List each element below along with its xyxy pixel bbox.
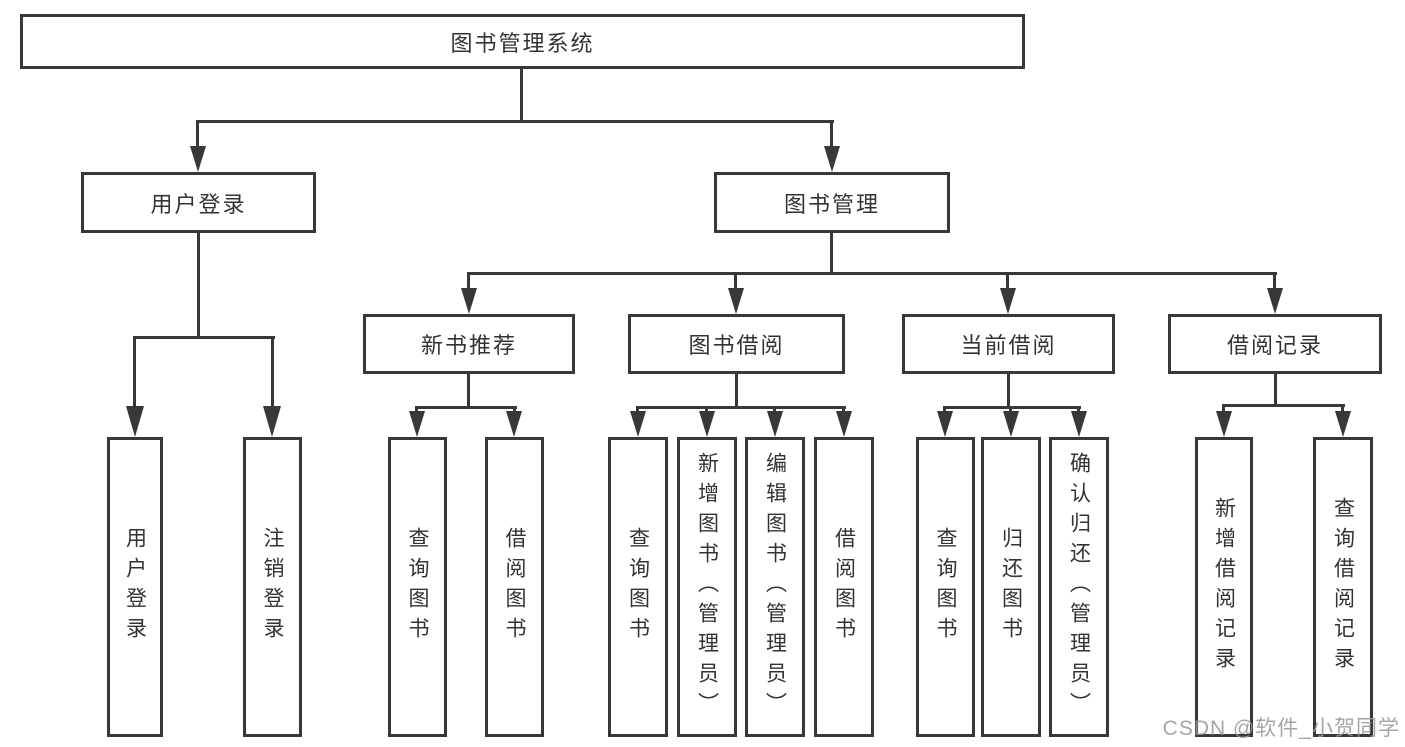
leaf-borrow-book-recommend-label: 借阅图书: [503, 527, 526, 647]
leaf-query-book-recommend: 查询图书: [388, 437, 447, 737]
connector-line: [636, 406, 846, 409]
connector-line: [1006, 272, 1009, 289]
connector-line: [636, 406, 639, 413]
node-library-system-label: 图书管理系统: [450, 30, 595, 56]
leaf-confirm-return-admin: 确认归还（管理员）: [1049, 437, 1109, 737]
node-borrow-record: 借阅记录: [1168, 314, 1382, 374]
arrow-down-icon: [1003, 411, 1019, 437]
node-library-system: 图书管理系统: [20, 14, 1025, 69]
arrow-down-icon: [728, 288, 744, 314]
node-borrow-record-label: 借阅记录: [1226, 333, 1323, 358]
arrow-down-icon: [1216, 411, 1232, 437]
leaf-user-login-label: 用户登录: [123, 527, 147, 647]
leaf-add-book-admin: 新增图书（管理员）: [677, 437, 737, 737]
leaf-logout: 注销登录: [243, 437, 302, 737]
csdn-watermark: CSDN @软件_小贺同学: [1162, 717, 1400, 740]
connector-line: [467, 272, 1277, 275]
connector-line: [943, 406, 946, 413]
leaf-logout-label: 注销登录: [261, 527, 284, 647]
connector-line: [415, 406, 418, 413]
leaf-return-book: 归还图书: [981, 437, 1041, 737]
leaf-query-book-current-label: 查询图书: [934, 527, 957, 647]
arrow-down-icon: [190, 146, 206, 172]
leaf-query-book-borrow-label: 查询图书: [626, 527, 650, 647]
connector-line: [830, 120, 833, 147]
leaf-query-borrow-record-label: 查询借阅记录: [1331, 497, 1355, 677]
connector-line: [1007, 372, 1010, 408]
arrow-down-icon: [506, 411, 522, 437]
connector-line: [513, 406, 516, 413]
connector-line: [467, 272, 470, 289]
connector-line: [705, 406, 708, 413]
arrow-down-icon: [699, 411, 715, 437]
connector-line: [1222, 404, 1345, 407]
arrow-down-icon: [1335, 411, 1351, 437]
node-current-borrow: 当前借阅: [902, 314, 1115, 374]
arrow-down-icon: [824, 146, 840, 172]
connector-line: [1077, 406, 1080, 413]
node-book-borrow-label: 图书借阅: [688, 333, 785, 358]
leaf-add-borrow-record-label: 新增借阅记录: [1212, 497, 1236, 677]
arrow-down-icon: [1071, 411, 1087, 437]
connector-line: [196, 120, 834, 123]
leaf-add-borrow-record: 新增借阅记录: [1195, 437, 1253, 737]
connector-line: [842, 406, 845, 413]
arrow-down-icon: [630, 411, 646, 437]
connector-line: [943, 406, 1081, 409]
connector-line: [415, 406, 517, 409]
connector-line: [1273, 272, 1276, 289]
connector-line: [133, 336, 136, 406]
node-book-management-label: 图书管理: [783, 191, 880, 217]
leaf-user-login: 用户登录: [107, 437, 163, 737]
connector-line: [1009, 406, 1012, 413]
node-book-borrow: 图书借阅: [628, 314, 845, 374]
node-book-management: 图书管理: [714, 172, 950, 233]
arrow-down-icon: [937, 411, 953, 437]
leaf-borrow-book-recommend: 借阅图书: [485, 437, 544, 737]
leaf-confirm-return-admin-label: 确认归还（管理员）: [1067, 452, 1091, 722]
arrow-down-icon: [409, 411, 425, 437]
arrow-down-icon: [1000, 288, 1016, 314]
arrow-down-icon: [263, 406, 281, 437]
node-new-book-recommend: 新书推荐: [363, 314, 575, 374]
arrow-down-icon: [461, 288, 477, 314]
connector-line: [520, 69, 523, 121]
leaf-borrow-book: 借阅图书: [814, 437, 874, 737]
connector-line: [467, 372, 470, 408]
leaf-query-book-current: 查询图书: [916, 437, 975, 737]
connector-line: [196, 120, 199, 147]
arrow-down-icon: [836, 411, 852, 437]
connector-line: [1222, 404, 1225, 413]
leaf-edit-book-admin-label: 编辑图书（管理员）: [763, 452, 787, 722]
node-current-borrow-label: 当前借阅: [960, 333, 1057, 358]
leaf-add-book-admin-label: 新增图书（管理员）: [695, 452, 719, 722]
connector-line: [133, 336, 275, 339]
connector-line: [197, 231, 200, 336]
arrow-down-icon: [767, 411, 783, 437]
node-user-login-label: 用户登录: [150, 191, 247, 217]
leaf-return-book-label: 归还图书: [999, 527, 1023, 647]
connector-line: [1274, 372, 1277, 406]
leaf-query-book-borrow: 查询图书: [608, 437, 668, 737]
leaf-query-borrow-record: 查询借阅记录: [1313, 437, 1373, 737]
arrow-down-icon: [1267, 288, 1283, 314]
connector-line: [735, 372, 738, 408]
leaf-query-book-recommend-label: 查询图书: [406, 527, 429, 647]
connector-line: [1341, 404, 1344, 413]
leaf-edit-book-admin: 编辑图书（管理员）: [745, 437, 805, 737]
connector-line: [734, 272, 737, 289]
arrow-down-icon: [126, 406, 144, 437]
node-new-book-recommend-label: 新书推荐: [420, 333, 517, 358]
leaf-borrow-book-label: 借阅图书: [832, 527, 856, 647]
connector-line: [271, 336, 274, 406]
connector-line: [773, 406, 776, 413]
connector-line: [830, 231, 833, 274]
node-user-login: 用户登录: [81, 172, 316, 233]
